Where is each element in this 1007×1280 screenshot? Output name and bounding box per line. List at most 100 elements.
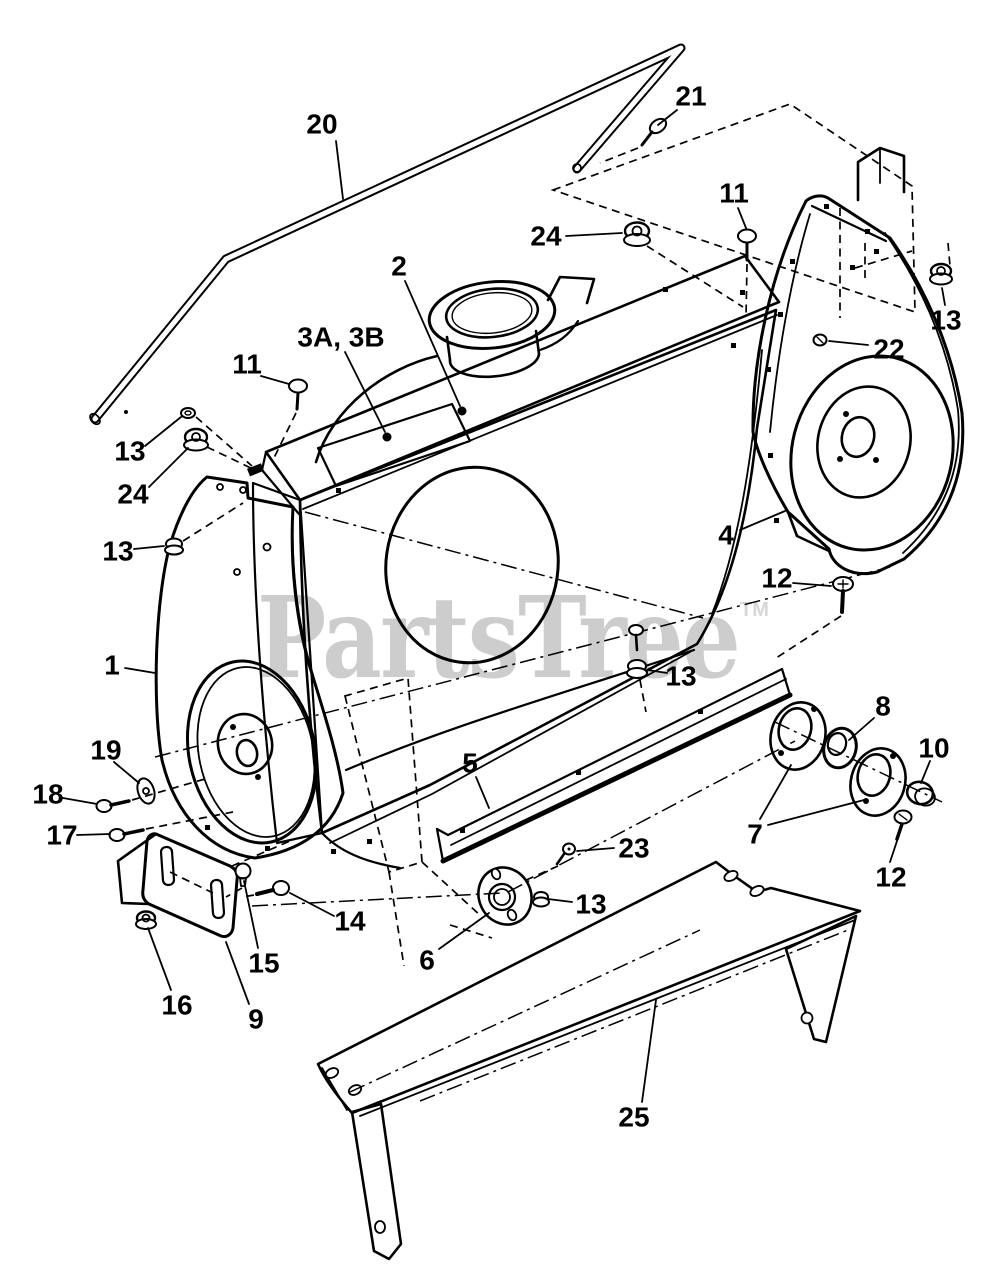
callout-label-1: 1	[104, 650, 120, 681]
washer-19	[136, 777, 156, 805]
screw-23	[555, 842, 576, 866]
callout-label-8: 8	[875, 691, 891, 722]
leader-line	[792, 582, 832, 587]
leader-line	[76, 833, 111, 836]
leader-line	[148, 447, 189, 488]
callout-label-4: 4	[718, 520, 734, 551]
leader-line	[848, 717, 875, 741]
leader-line	[344, 351, 386, 433]
leader-line	[404, 280, 461, 407]
right-side-plate	[751, 194, 965, 576]
leader-line	[641, 999, 657, 1103]
screw-21	[599, 117, 668, 164]
nut-13-bottom	[532, 891, 550, 908]
callout-label-25: 25	[618, 1102, 649, 1133]
fasteners	[95, 117, 953, 930]
nut-16	[135, 910, 157, 930]
screw-12-top	[772, 576, 854, 661]
scraper-bar	[435, 667, 793, 864]
hidden-edge-dashes	[169, 103, 951, 967]
leader-line	[547, 898, 573, 903]
leader-line	[133, 545, 165, 550]
leader-line	[144, 416, 182, 447]
leader-line	[113, 761, 140, 784]
callout-label-20: 20	[306, 109, 337, 140]
screw-11-right	[737, 228, 757, 319]
leader-line	[260, 375, 290, 385]
callout-label-15: 15	[248, 948, 279, 979]
leader-dot	[382, 432, 392, 442]
carriage-bolt-15	[225, 862, 252, 898]
leader-line	[889, 831, 901, 863]
callout-label-24: 24	[530, 221, 562, 252]
leader-line	[565, 232, 623, 237]
callout-label-21: 21	[675, 81, 706, 112]
auger-opening-hole	[384, 465, 560, 665]
flange-bearing	[467, 857, 559, 935]
callout-label-13: 13	[114, 436, 145, 467]
leader-line	[737, 207, 747, 229]
callout-label-17: 17	[46, 820, 77, 851]
leader-line	[920, 760, 931, 784]
leader-line	[335, 140, 344, 200]
screw-22	[812, 333, 828, 347]
bolt-17	[108, 811, 234, 842]
screw-11-left	[271, 378, 308, 463]
callout-label-13: 13	[930, 305, 961, 336]
callout-label-12: 12	[761, 563, 792, 594]
leader-line	[739, 510, 786, 531]
bolt-18	[95, 778, 206, 813]
nut-13-right	[929, 262, 953, 286]
callout-label-12: 12	[875, 862, 906, 893]
handle-rod	[89, 43, 686, 426]
callout-label-18: 18	[32, 779, 63, 810]
center-lines	[154, 511, 943, 907]
leader-line	[647, 669, 668, 674]
leader-line	[243, 880, 259, 949]
nut-13-left-mid	[164, 502, 244, 556]
support-bracket	[116, 832, 239, 939]
callout-label-7: 7	[747, 819, 763, 850]
leader-line	[941, 287, 946, 306]
watermark-text: PartsTree	[257, 573, 739, 704]
leader-line	[475, 776, 490, 809]
callout-label-6: 6	[419, 945, 435, 976]
housing-top-panel	[247, 146, 906, 516]
callout-label-13: 13	[665, 661, 696, 692]
lower-support-panel	[316, 860, 862, 1261]
callout-label-23: 23	[618, 833, 649, 864]
callout-label-13: 13	[575, 889, 606, 920]
leader-line	[124, 667, 156, 674]
callout-label-2: 2	[391, 251, 407, 282]
bearing-stack	[761, 694, 937, 824]
chute-opening	[314, 274, 596, 464]
callout-label-22: 22	[873, 334, 904, 365]
leader-line	[576, 847, 615, 852]
leader-line	[759, 764, 792, 820]
leader-line	[657, 109, 678, 126]
callout-label-11: 11	[719, 178, 749, 209]
left-side-plate	[154, 475, 345, 860]
callout-label-9: 9	[248, 1004, 264, 1035]
callout-label-13: 13	[102, 536, 133, 567]
callout-label-14: 14	[334, 906, 366, 937]
screw-nut-13-scraper	[626, 624, 648, 713]
handle-mount-step	[856, 146, 906, 202]
callout-label-16: 16	[161, 990, 192, 1021]
leader-line	[767, 799, 865, 826]
leader-dot	[457, 406, 467, 416]
leader-line	[62, 797, 98, 805]
leader-line	[147, 927, 172, 991]
leader-line	[438, 912, 490, 950]
screw-12-bottom	[893, 809, 913, 841]
callout-label-24: 24	[117, 479, 149, 510]
callout-label-11: 11	[232, 349, 262, 380]
nut-24-left	[183, 427, 256, 471]
screw-14	[242, 880, 290, 898]
leader-line	[225, 941, 250, 1005]
decal-plate-3a-3b	[316, 402, 472, 488]
callout-label-5: 5	[462, 748, 478, 779]
